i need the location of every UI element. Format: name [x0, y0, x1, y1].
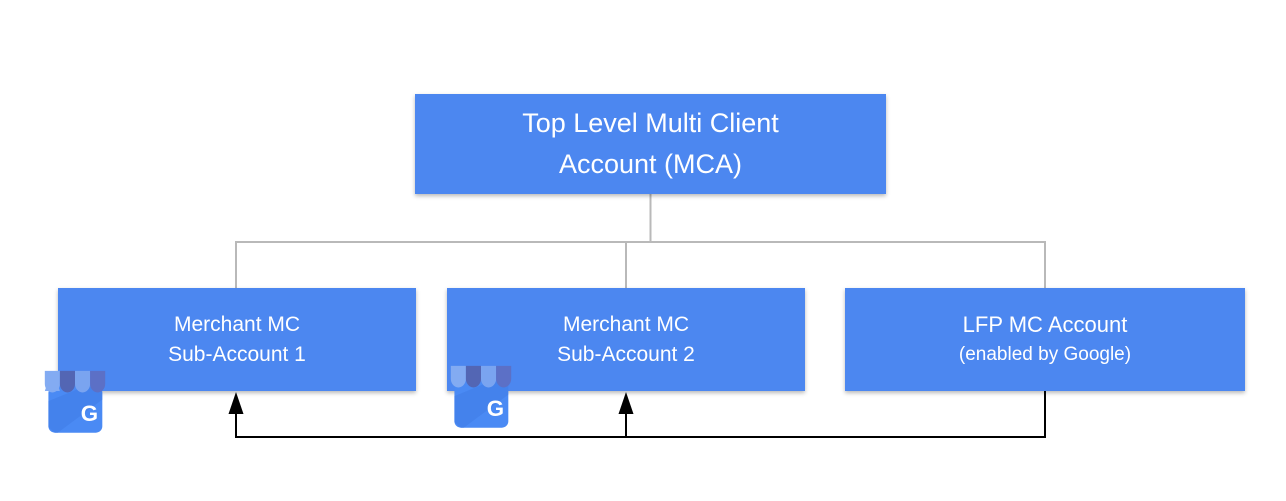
arrow-up-icon: [618, 392, 634, 414]
node-merchant-sub-account-1: Merchant MC Sub-Account 1: [58, 288, 416, 391]
node-label-line: Merchant MC: [562, 312, 690, 336]
google-business-storefront-icon: G: [44, 370, 106, 433]
tree-connector-path: [235, 194, 1046, 289]
flow-line-path: [235, 391, 1046, 438]
google-g-letter: G: [487, 396, 504, 421]
node-label-line: Sub-Account 1: [168, 342, 306, 366]
arrow-up-icon: [228, 392, 244, 414]
node-label-line: Sub-Account 2: [557, 342, 695, 366]
node-label-line: Top Level Multi Client: [522, 108, 779, 138]
node-lfp-mc-account: LFP MC Account (enabled by Google): [845, 288, 1245, 391]
node-label-line: Account (MCA): [558, 149, 743, 179]
google-g-letter: G: [81, 401, 98, 426]
node-label-line: (enabled by Google): [958, 343, 1132, 365]
node-label-line: Merchant MC: [173, 312, 301, 336]
node-top-level-mca: Top Level Multi Client Account (MCA): [415, 94, 886, 194]
node-label-line: LFP MC Account: [962, 311, 1128, 337]
google-business-storefront-icon: G: [450, 365, 512, 428]
